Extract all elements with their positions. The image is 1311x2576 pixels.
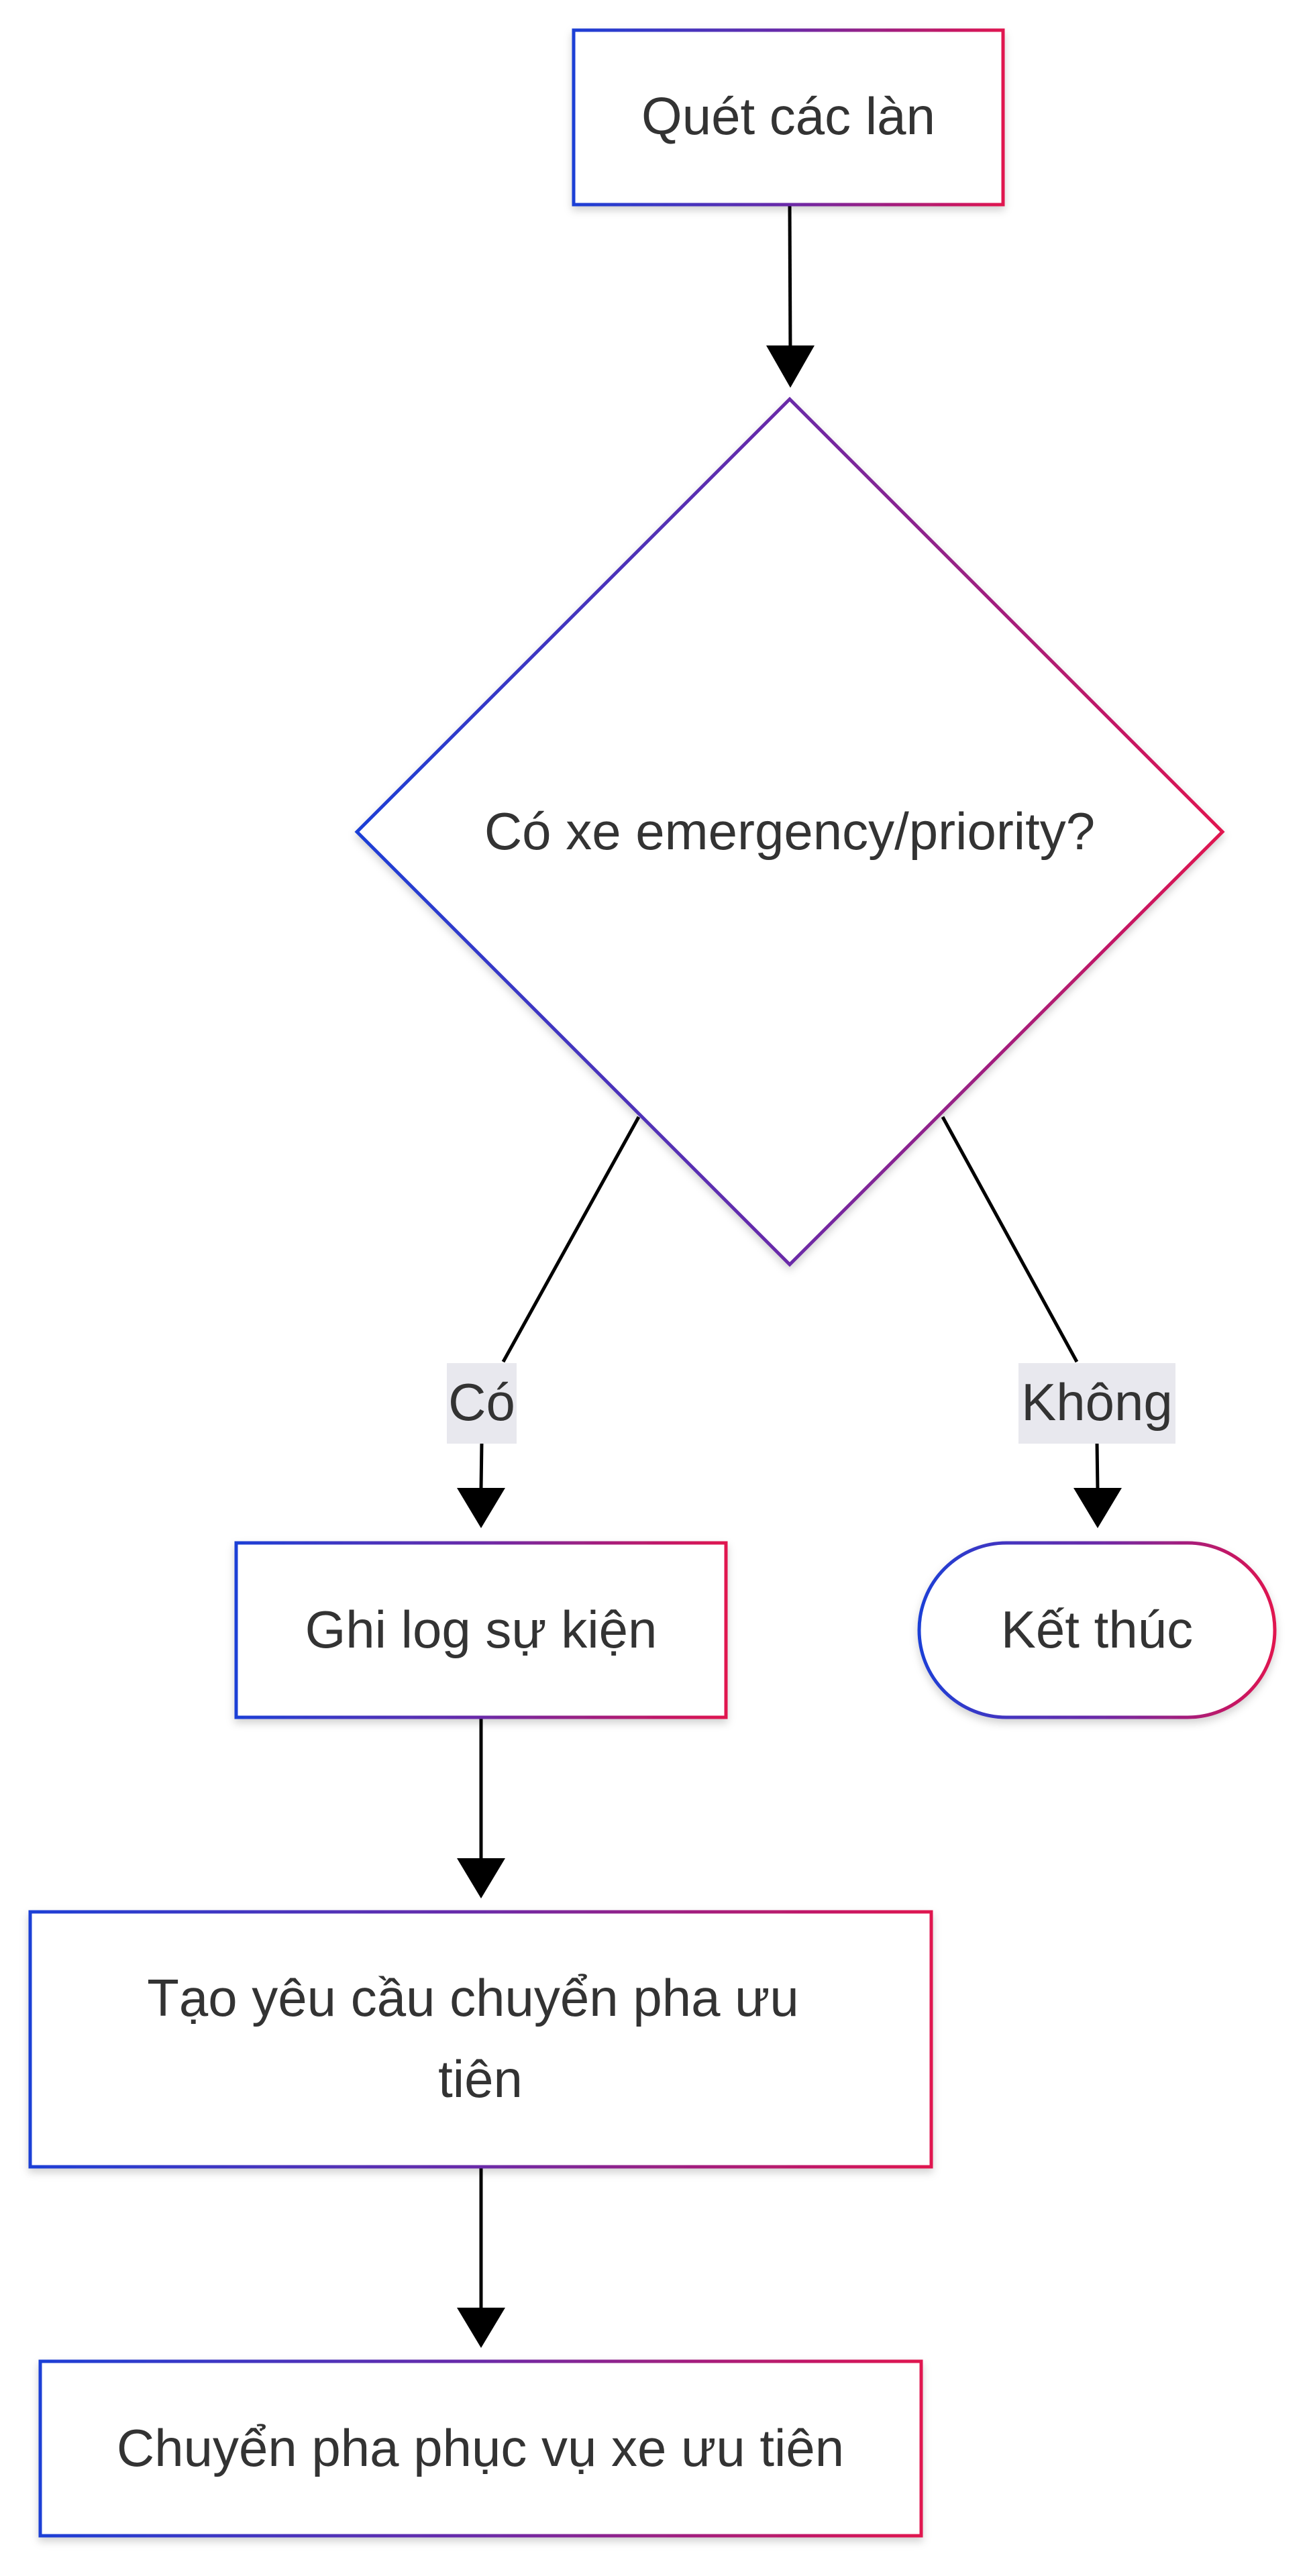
edge-decision-to-yes-label: [501, 1116, 641, 1363]
node-decision: Có xe emergency/priority?: [354, 396, 1225, 1267]
node-scan-box: [572, 28, 1005, 207]
edge-label-no: Không: [1018, 1363, 1175, 1444]
edge-label-yes: Có: [447, 1363, 517, 1444]
arrowhead-end: [1073, 1488, 1122, 1528]
edges: [457, 204, 1122, 2348]
node-switch-label: Chuyển pha phục vụ xe ưu tiên: [117, 2418, 844, 2477]
edge-yes-label-to-log: [479, 1442, 484, 1490]
node-switch-box: [38, 2359, 923, 2538]
node-end-label: Kết thúc: [1001, 1600, 1193, 1659]
arrowhead-switch: [457, 2308, 505, 2348]
node-request: Tạo yêu cầu chuyển pha ưu tiên: [28, 1910, 933, 2169]
node-scan-label: Quét các làn: [641, 87, 935, 146]
arrowhead-decision: [766, 345, 815, 388]
edge-label-no-bg: [1018, 1363, 1175, 1444]
node-decision-diamond: [354, 396, 1225, 1267]
edge-decision-to-no-label: [941, 1116, 1079, 1363]
node-request-label-line1: Tạo yêu cầu chuyển pha ưu: [147, 1968, 799, 2027]
node-decision-label: Có xe emergency/priority?: [484, 802, 1095, 861]
node-end: Kết thúc: [917, 1541, 1277, 1719]
node-switch: Chuyển pha phục vụ xe ưu tiên: [38, 2359, 923, 2538]
node-request-label-line2: tiên: [438, 2049, 523, 2108]
edge-no-label-to-end: [1095, 1442, 1100, 1490]
node-request-box: [28, 1910, 933, 2169]
arrowhead-log: [457, 1488, 505, 1528]
node-log-label: Ghi log sự kiện: [305, 1600, 658, 1659]
node-log-box: [234, 1541, 728, 1719]
node-scan: Quét các làn: [572, 28, 1005, 207]
edge-label-no-text: Không: [1021, 1373, 1173, 1432]
node-end-stadium: [917, 1541, 1277, 1719]
node-log: Ghi log sự kiện: [234, 1541, 728, 1719]
edge-label-yes-bg: [447, 1363, 517, 1444]
edge-label-yes-text: Có: [448, 1373, 515, 1432]
arrowhead-request: [457, 1858, 505, 1898]
